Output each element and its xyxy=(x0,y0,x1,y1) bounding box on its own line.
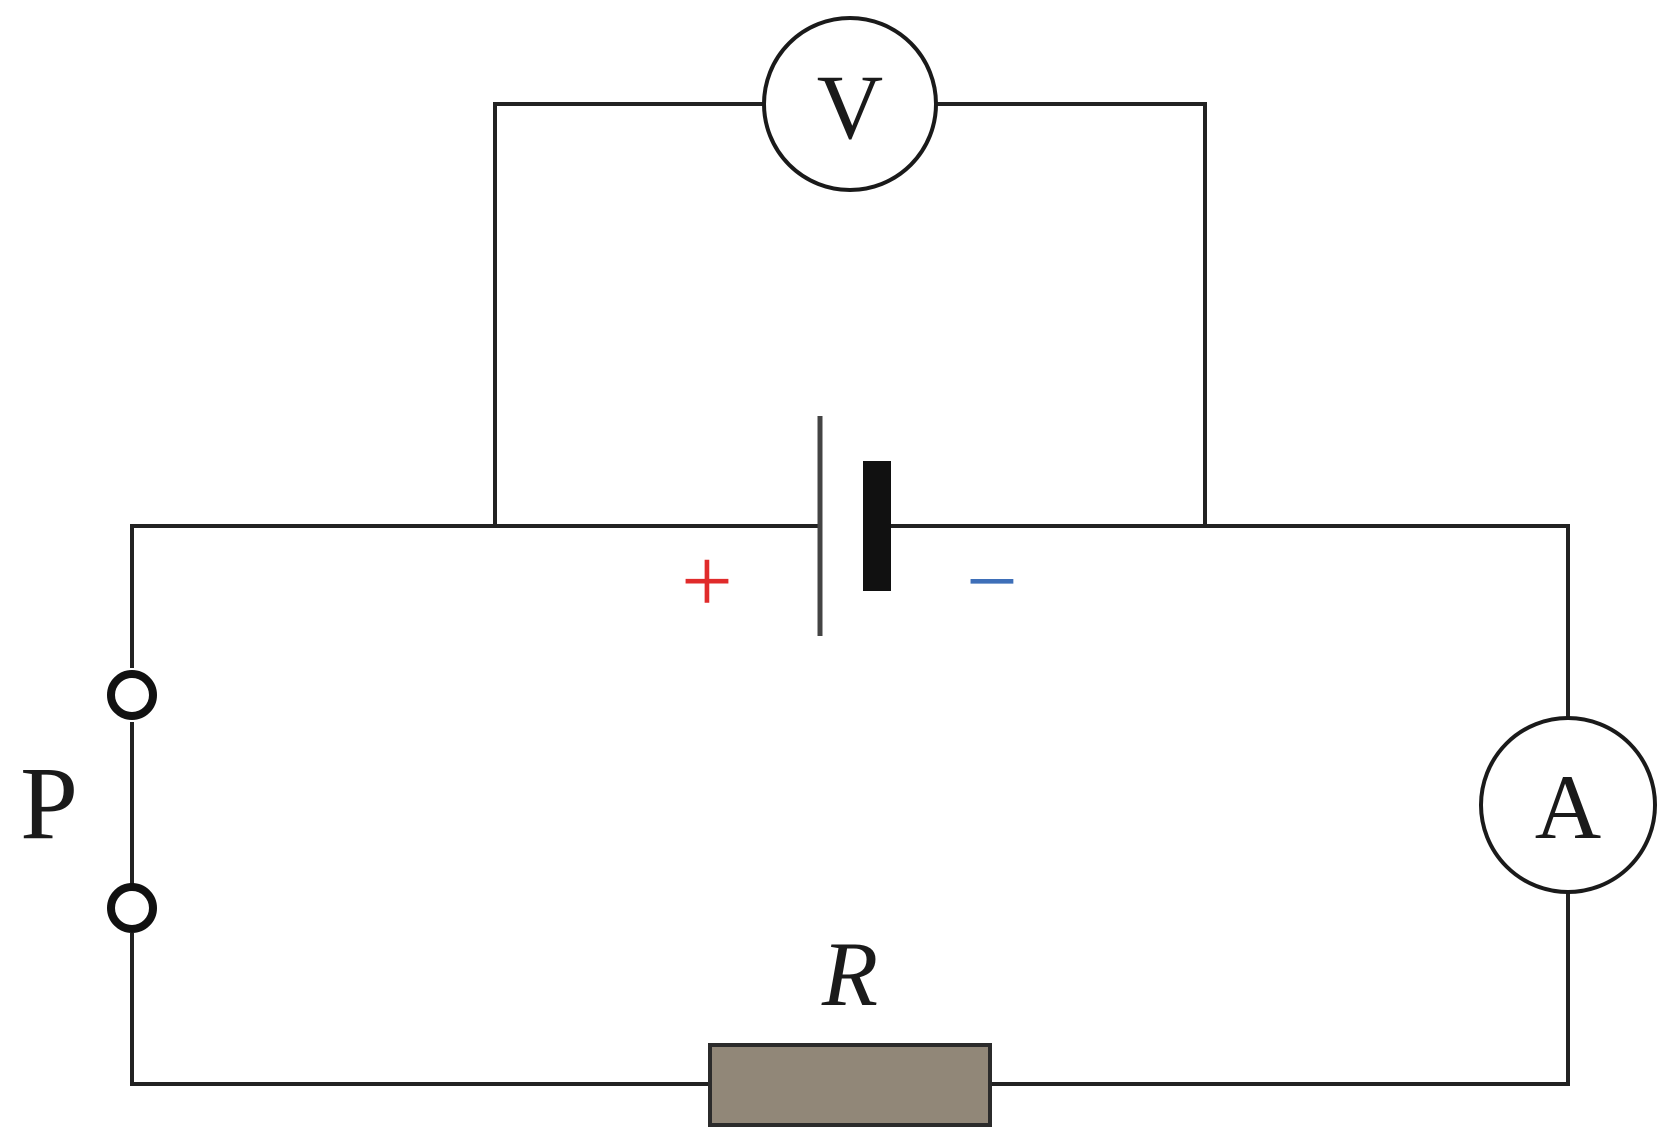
resistor-label: R xyxy=(821,923,878,1025)
resistor: R xyxy=(708,923,992,1127)
terminal-top xyxy=(107,670,157,720)
battery-negative-plate xyxy=(863,461,891,591)
terminal-bottom xyxy=(107,883,157,933)
terminal-label: P xyxy=(20,746,78,861)
wire-right-lower xyxy=(988,891,1570,1086)
resistor-body xyxy=(708,1043,992,1127)
battery: + − xyxy=(681,416,1018,636)
voltmeter: V xyxy=(762,16,938,192)
wire-voltmeter-left xyxy=(493,102,765,527)
voltmeter-branch xyxy=(493,102,1207,527)
wire-voltmeter-right xyxy=(935,102,1207,527)
ammeter: A xyxy=(1479,716,1657,894)
battery-minus-sign: − xyxy=(966,530,1018,632)
ammeter-ring xyxy=(1479,716,1657,894)
wire-top-right xyxy=(888,524,1570,720)
voltmeter-label: V xyxy=(817,56,883,158)
voltmeter-ring xyxy=(762,16,938,192)
terminal-pair: P xyxy=(20,670,157,933)
wire-top-left xyxy=(130,524,822,668)
battery-plus-sign: + xyxy=(681,530,733,632)
wire-bottom-left xyxy=(130,933,712,1086)
ammeter-label: A xyxy=(1535,756,1601,858)
